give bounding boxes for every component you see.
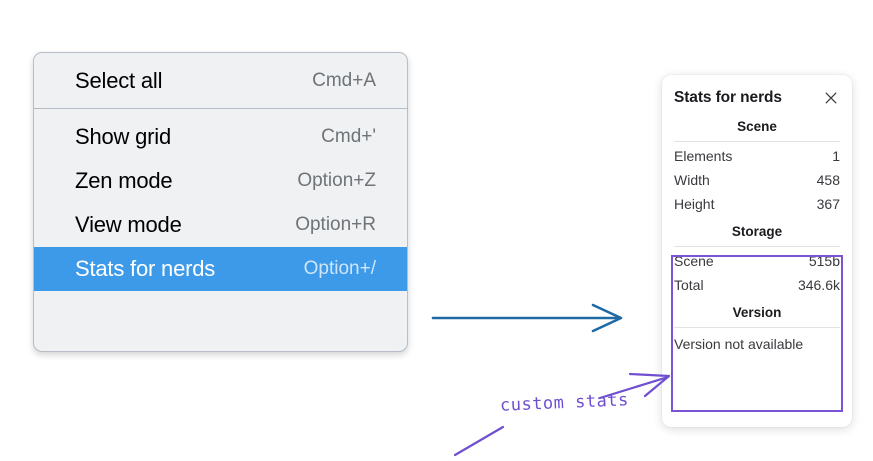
menu-item-label: Stats for nerds bbox=[75, 256, 216, 281]
stats-row-value: 458 bbox=[816, 172, 840, 188]
stats-row-value: 1 bbox=[832, 148, 840, 164]
stats-row-key: Scene bbox=[674, 253, 714, 269]
stats-panel-title: Stats for nerds bbox=[674, 89, 782, 106]
stats-panel-header: Stats for nerds bbox=[662, 75, 852, 111]
stats-row-value: 346.6k bbox=[797, 277, 840, 293]
menu-item-label: Show grid bbox=[75, 124, 172, 149]
context-menu[interactable]: Select all Cmd+A Show grid Cmd+' Zen mod… bbox=[33, 52, 408, 352]
stats-row-value: 515b bbox=[808, 253, 840, 269]
stats-panel-body: Scene Elements 1 Width 458 Height 367 St… bbox=[662, 111, 852, 356]
menu-item-shortcut: Option+/ bbox=[303, 258, 376, 279]
version-note: Version not available bbox=[674, 336, 804, 352]
section-rule bbox=[674, 246, 840, 247]
section-rule bbox=[674, 141, 840, 142]
menu-group-1: Select all Cmd+A bbox=[34, 53, 407, 108]
annotation-text-custom-stats: custom stats bbox=[499, 390, 630, 416]
purple-underline-stroke bbox=[453, 425, 505, 457]
menu-item-zen-mode[interactable]: Zen mode Option+Z bbox=[34, 159, 407, 203]
section-rule bbox=[674, 327, 840, 328]
menu-item-label: Select all bbox=[75, 68, 163, 93]
menu-item-label: Zen mode bbox=[75, 168, 173, 193]
section-title-scene: Scene bbox=[737, 119, 777, 134]
stats-row-key: Height bbox=[674, 196, 715, 212]
section-title-storage: Storage bbox=[731, 224, 783, 239]
blue-arrow bbox=[431, 303, 623, 333]
stats-row-value: 367 bbox=[816, 196, 840, 212]
section-title-version: Version bbox=[732, 305, 782, 320]
stats-row-key: Total bbox=[674, 277, 704, 293]
stats-for-nerds-panel: Stats for nerds Scene Elements 1 Width 4… bbox=[662, 75, 852, 427]
stats-row-storage-total: Total 346.6k bbox=[674, 273, 840, 297]
menu-item-shortcut: Option+R bbox=[295, 214, 376, 235]
menu-group-2: Show grid Cmd+' Zen mode Option+Z View m… bbox=[34, 109, 407, 296]
stats-row-key: Width bbox=[674, 172, 710, 188]
menu-item-shortcut: Cmd+A bbox=[312, 70, 376, 91]
close-icon[interactable] bbox=[822, 89, 840, 107]
menu-item-shortcut: Option+Z bbox=[297, 170, 376, 191]
menu-item-label: View mode bbox=[75, 212, 182, 237]
stats-row-elements: Elements 1 bbox=[674, 144, 840, 168]
stats-row-storage-scene: Scene 515b bbox=[674, 249, 840, 273]
stats-row-width: Width 458 bbox=[674, 168, 840, 192]
menu-item-show-grid[interactable]: Show grid Cmd+' bbox=[34, 115, 407, 159]
menu-item-view-mode[interactable]: View mode Option+R bbox=[34, 203, 407, 247]
menu-separator bbox=[34, 108, 407, 109]
menu-item-select-all[interactable]: Select all Cmd+A bbox=[34, 59, 407, 103]
stats-row-key: Elements bbox=[674, 148, 733, 164]
menu-item-shortcut: Cmd+' bbox=[321, 126, 376, 147]
menu-item-stats-for-nerds[interactable]: Stats for nerds Option+/ bbox=[34, 247, 407, 291]
stats-row-height: Height 367 bbox=[674, 192, 840, 216]
